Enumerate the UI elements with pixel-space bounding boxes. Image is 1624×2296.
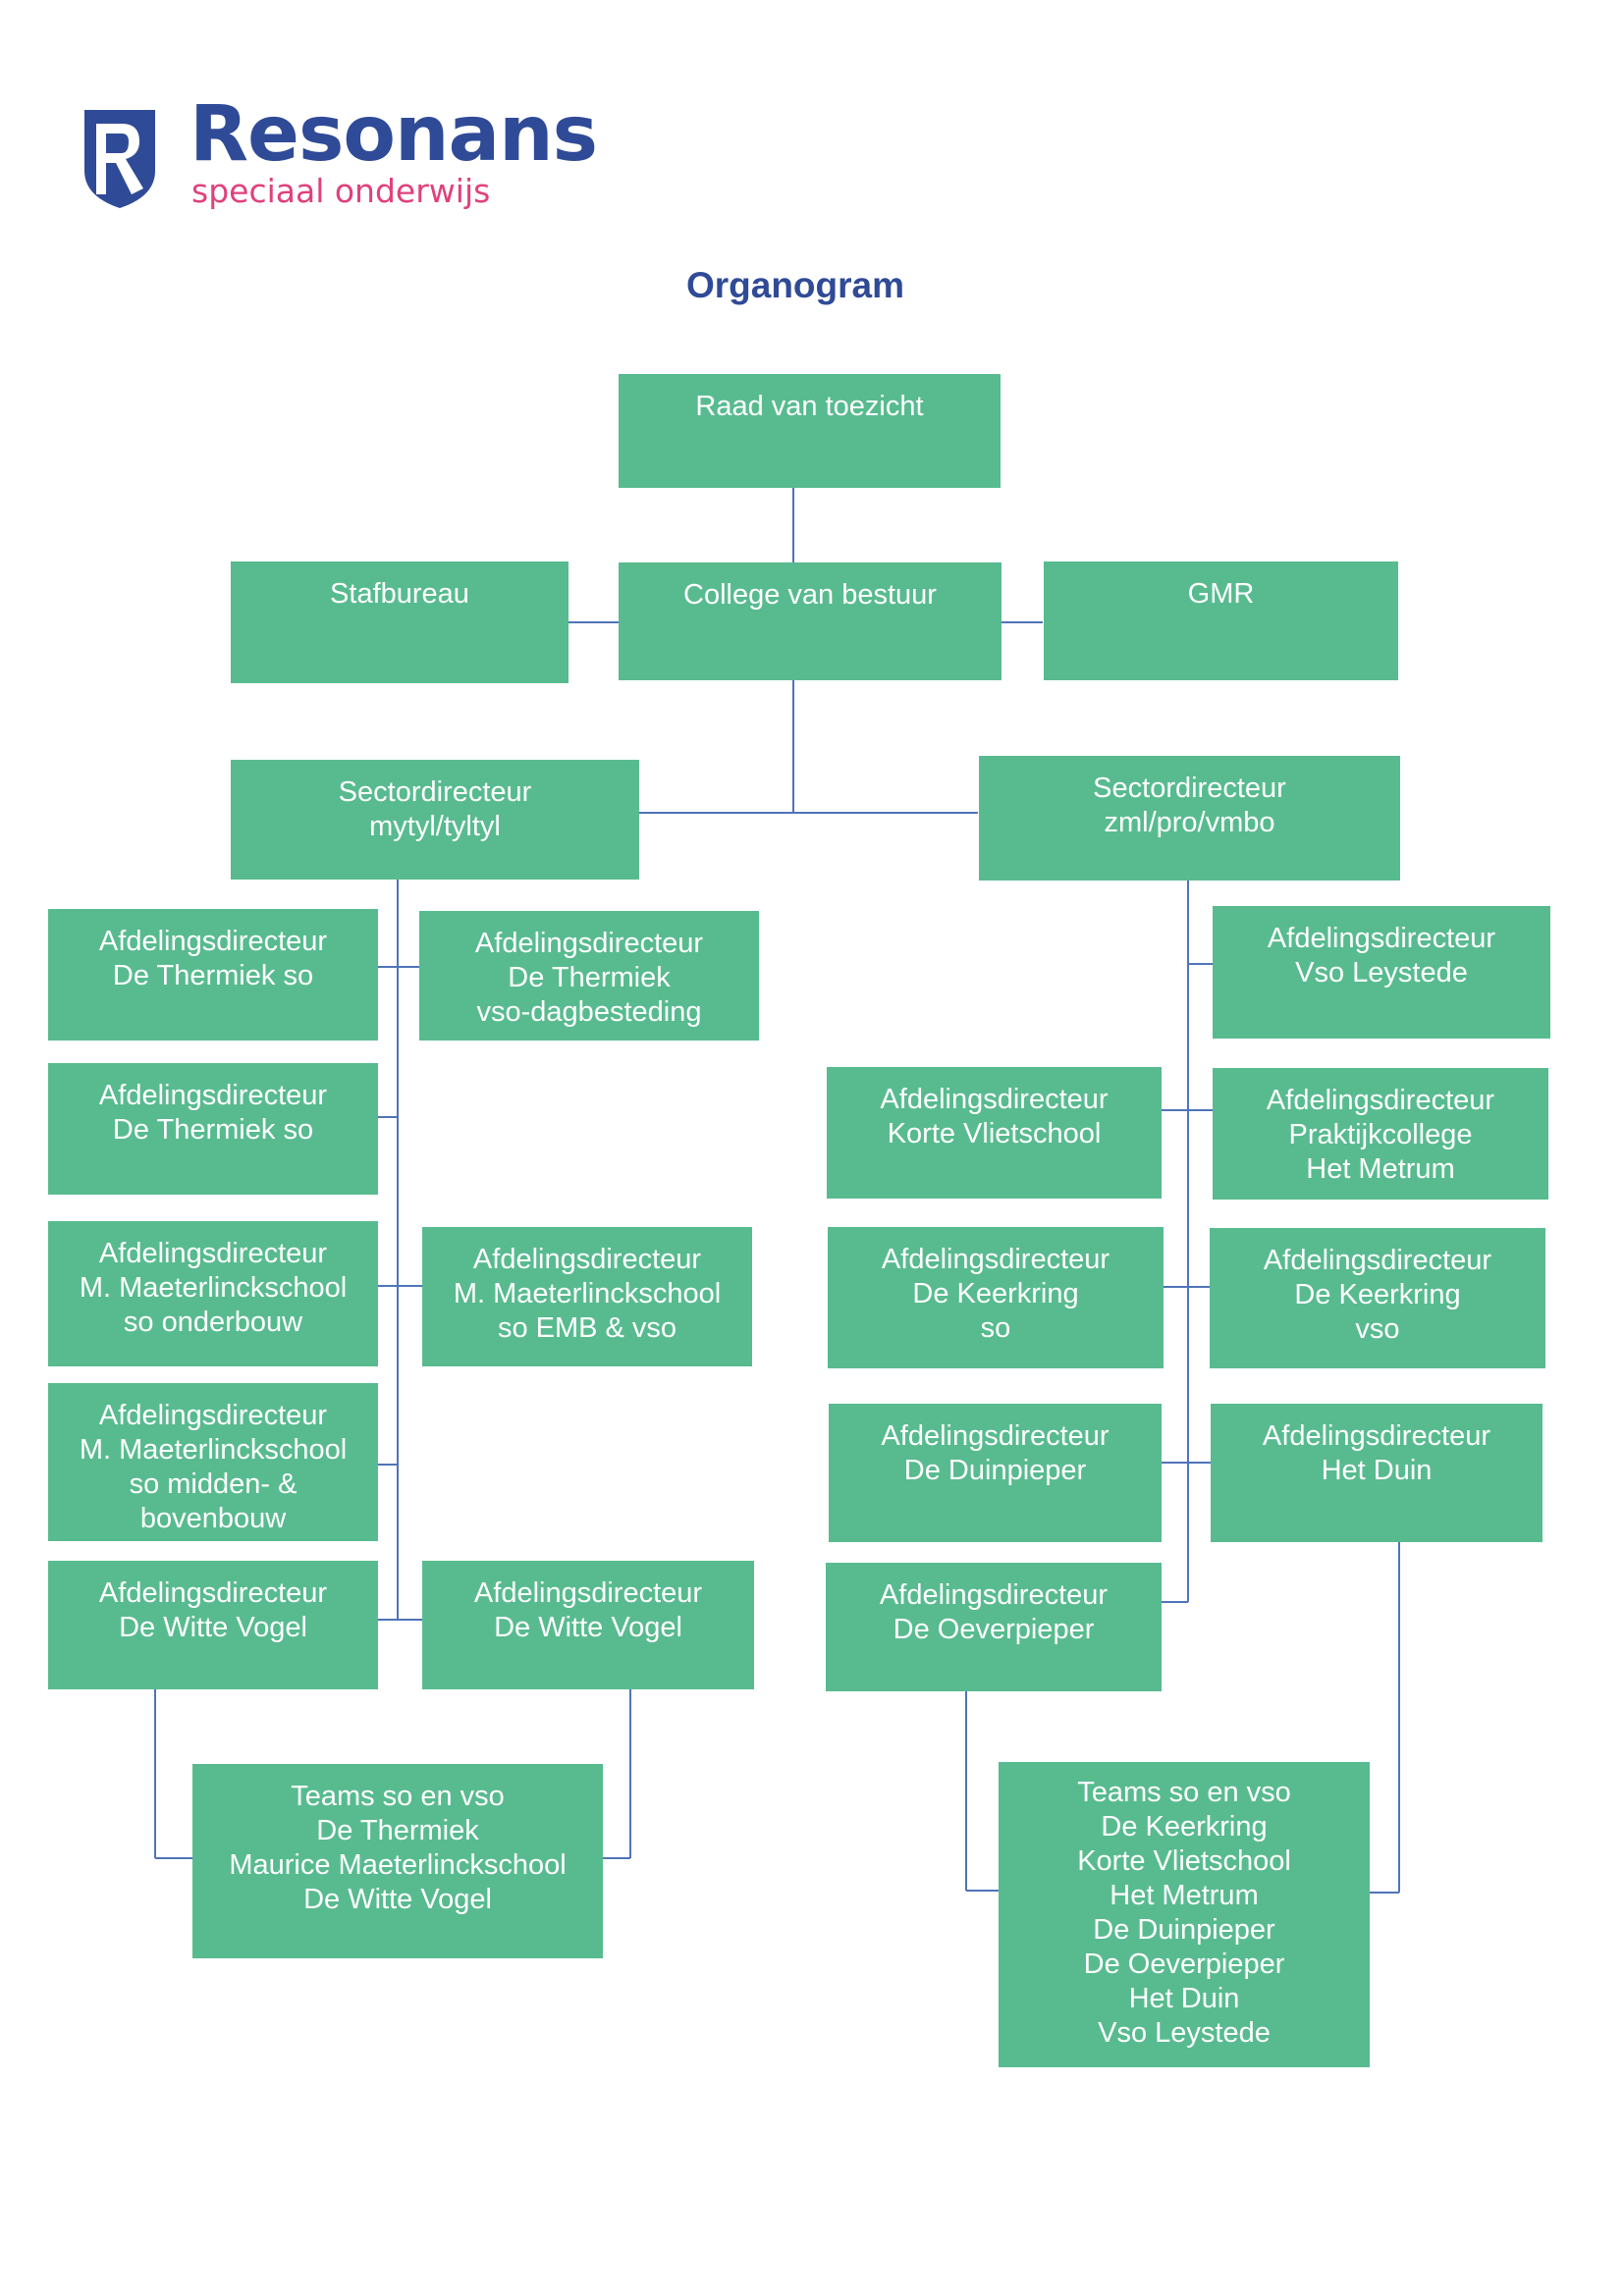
box-label-line: so onderbouw	[123, 1307, 303, 1338]
resonans-logo-icon	[84, 110, 155, 208]
box-label-line: Afdelingsdirecteur	[98, 1080, 328, 1111]
box-label-line: Raad van toezicht	[695, 391, 924, 422]
box-label-line: vso-dagbesteding	[476, 996, 702, 1028]
box-label-line: Afdelingsdirecteur	[472, 1244, 702, 1275]
box-label-line: Afdelingsdirecteur	[473, 1577, 703, 1609]
box-label-line: Vso Leystede	[1295, 957, 1468, 988]
box-label-line: Sectordirecteur	[1093, 773, 1286, 804]
box-label-line: Vso Leystede	[1098, 2017, 1271, 2049]
box-label-line: De Duinpieper	[1093, 1914, 1275, 1946]
box-label-line: De Keerkring	[1294, 1279, 1461, 1310]
node-raad-van-toezicht: Raad van toezicht	[619, 374, 1001, 488]
box-label-line: De Oeverpieper	[1083, 1949, 1285, 1980]
node-college-van-bestuur: College van bestuur	[619, 562, 1001, 680]
box-label-line: De Witte Vogel	[494, 1612, 682, 1643]
box-label-line: Het Metrum	[1306, 1153, 1455, 1185]
box-label-line: Afdelingsdirecteur	[1263, 1245, 1492, 1276]
box-label-line: Maurice Maeterlinckschool	[229, 1849, 567, 1881]
box-label-line: bovenbouw	[139, 1503, 287, 1534]
box-label-line: vso	[1355, 1313, 1400, 1345]
box-label-line: mytyl/tyltyl	[369, 811, 501, 842]
box-label-line: Het Duin	[1128, 1983, 1240, 2014]
box-label-line: GMR	[1187, 578, 1255, 610]
box-label-line: M. Maeterlinckschool	[79, 1434, 348, 1466]
box-label-line: Afdelingsdirecteur	[880, 1084, 1109, 1115]
box-label-line: De Keerkring	[1101, 1811, 1268, 1842]
box-label-line: De Duinpieper	[903, 1455, 1087, 1486]
box-label-line: Praktijkcollege	[1288, 1119, 1473, 1150]
box-label-line: De Witte Vogel	[119, 1612, 307, 1643]
box-label-line: zml/pro/vmbo	[1104, 807, 1275, 838]
box-label-line: Afdelingsdirecteur	[98, 1238, 328, 1269]
box-label-line: Afdelingsdirecteur	[98, 1400, 328, 1431]
box-label-line: so EMB & vso	[497, 1312, 677, 1344]
box-label-line: Teams so en vso	[291, 1781, 505, 1812]
box-label-line: De Thermiek	[316, 1815, 479, 1846]
box-label-line: Afdelingsdirecteur	[98, 1577, 328, 1609]
brand-name: Resonans	[189, 90, 598, 179]
box-label-line: Het Duin	[1321, 1455, 1433, 1486]
box-label-line: De Thermiek so	[112, 960, 314, 991]
box-label-line: M. Maeterlinckschool	[79, 1272, 348, 1304]
node-gmr: GMR	[1044, 561, 1398, 680]
box-label-line: De Oeverpieper	[893, 1614, 1095, 1645]
box-label-line: De Keerkring	[912, 1278, 1079, 1309]
box-label-line: Afdelingsdirecteur	[881, 1420, 1110, 1452]
box-label-line: De Thermiek so	[112, 1114, 314, 1146]
box-label-line: so	[980, 1312, 1011, 1344]
box-label-line: Afdelingsdirecteur	[1266, 1085, 1495, 1116]
box-label-line: M. Maeterlinckschool	[453, 1278, 722, 1309]
box-label-line: College van bestuur	[683, 579, 937, 611]
box-label-line: so midden- &	[129, 1468, 298, 1500]
box-label-line: Afdelingsdirecteur	[1267, 923, 1496, 954]
box-label-line: Afdelingsdirecteur	[881, 1244, 1110, 1275]
box-label-line: Korte Vlietschool	[1077, 1845, 1291, 1877]
box-label-line: Het Metrum	[1110, 1880, 1259, 1911]
box-label-line: De Witte Vogel	[303, 1884, 492, 1915]
box-label-line: Afdelingsdirecteur	[1262, 1420, 1491, 1452]
box-label-line: Sectordirecteur	[338, 776, 532, 808]
box-label-line: Korte Vlietschool	[887, 1118, 1102, 1149]
box-label-line: Teams so en vso	[1077, 1777, 1291, 1808]
box-label-line: Afdelingsdirecteur	[98, 926, 328, 957]
box-label-line: Afdelingsdirecteur	[474, 928, 704, 959]
box-label-line: Stafbureau	[330, 578, 469, 610]
page-title: Organogram	[685, 265, 905, 305]
box-label-line: Afdelingsdirecteur	[879, 1579, 1109, 1611]
box-label-line: De Thermiek	[508, 962, 671, 993]
node-stafbureau: Stafbureau	[231, 561, 568, 683]
brand-tagline: speciaal onderwijs	[191, 172, 491, 210]
